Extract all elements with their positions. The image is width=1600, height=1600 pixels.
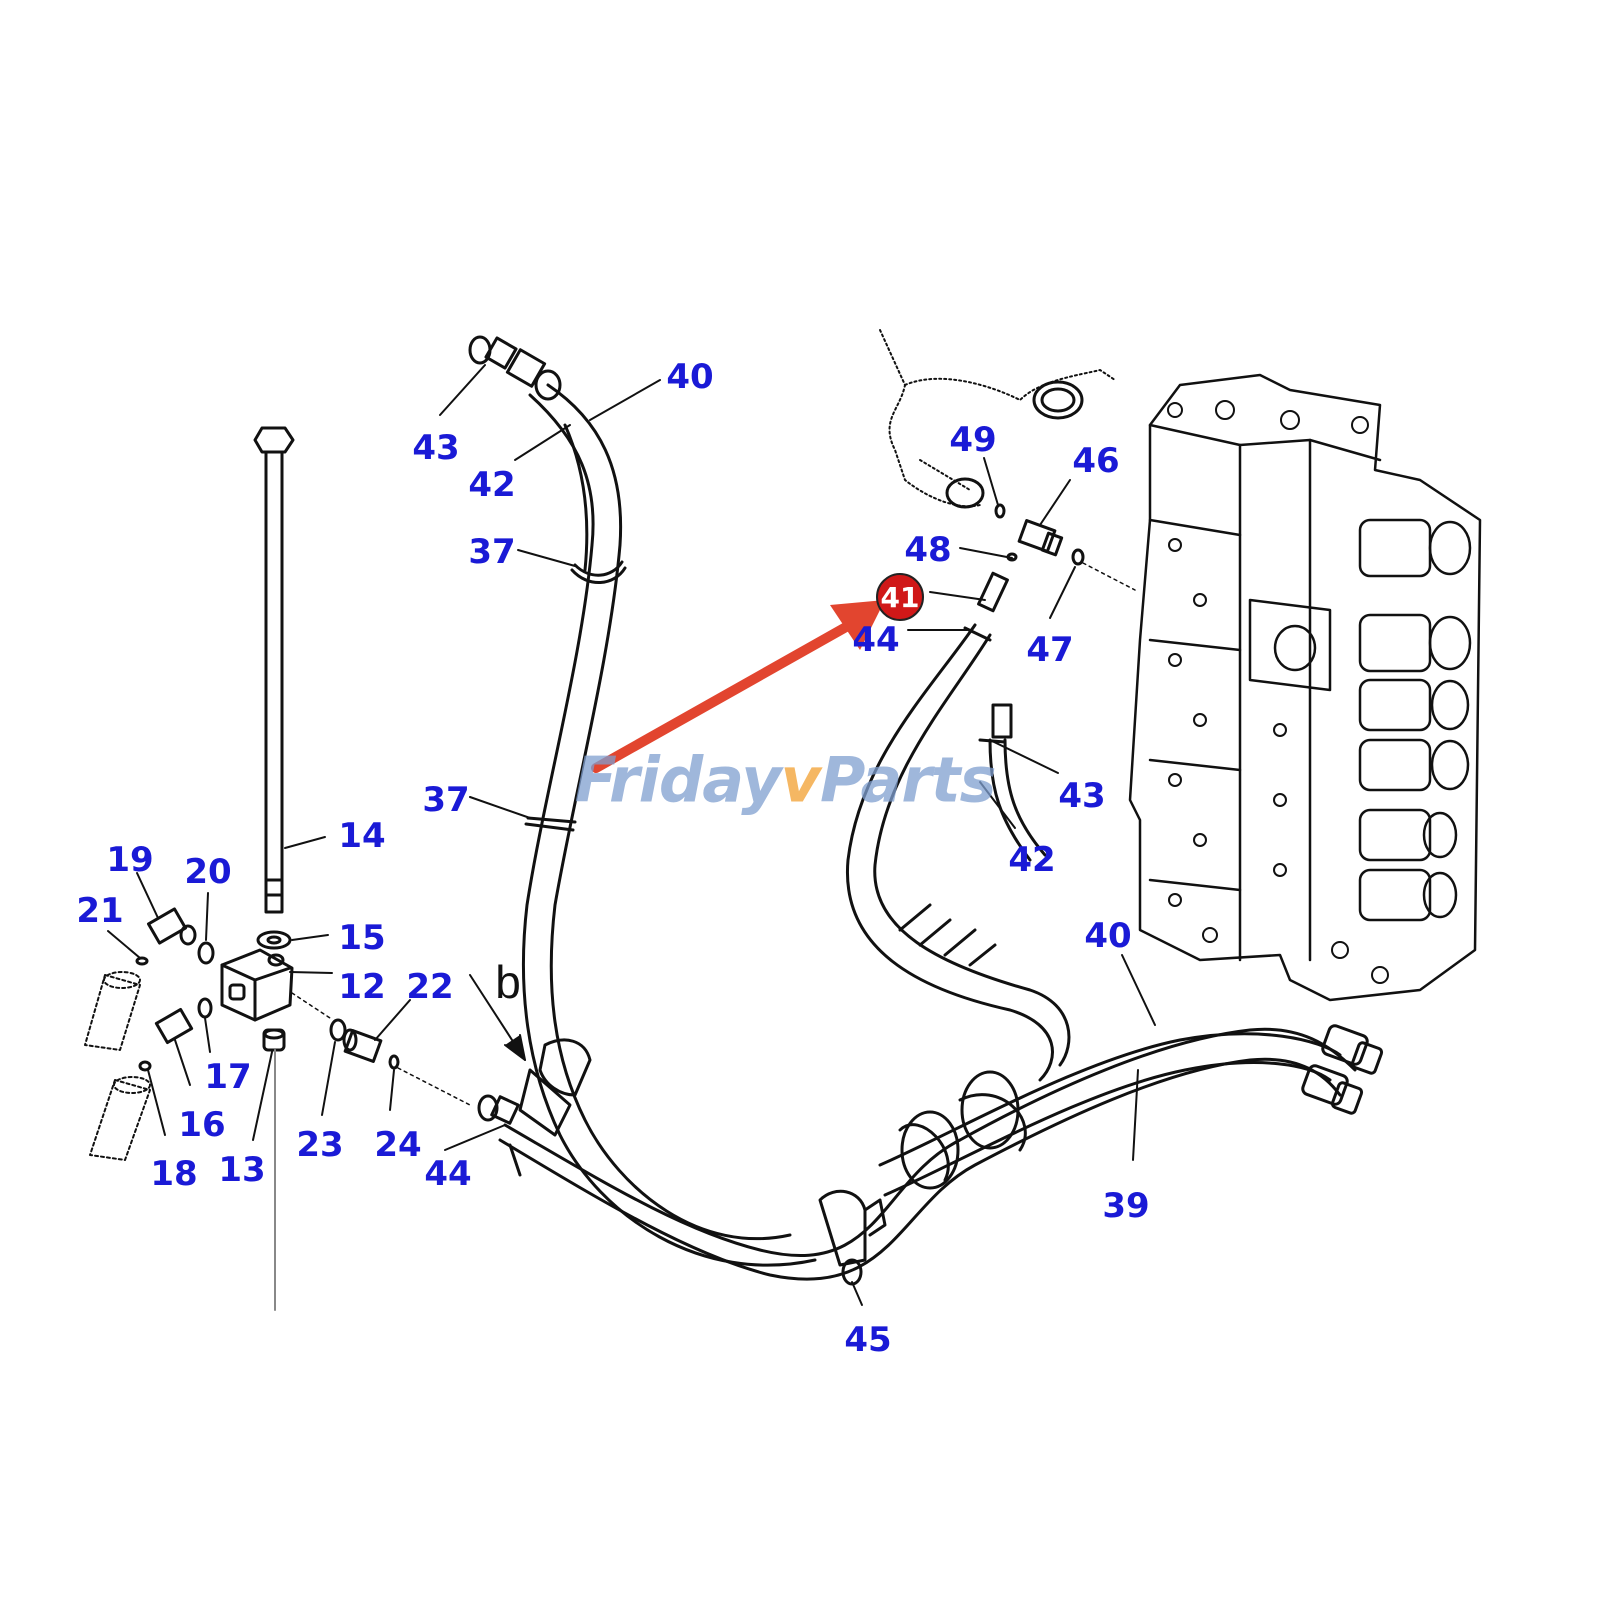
callout-37-upper[interactable]: 37: [468, 532, 516, 572]
oring-49: [994, 503, 1006, 519]
hose-41: [845, 623, 1071, 1082]
callout-15[interactable]: 15: [338, 918, 386, 958]
callout-42-mid[interactable]: 42: [1008, 840, 1056, 880]
main-control-valve: [1128, 373, 1482, 1002]
bolt-14: [253, 426, 295, 914]
oring-24: [388, 1054, 400, 1070]
watermark: FridayvParts: [574, 743, 997, 817]
hose-39: [878, 1032, 1342, 1197]
cap-upper: [84, 971, 141, 1051]
callout-43-mid[interactable]: 43: [1058, 776, 1106, 816]
hose-40-upper: [521, 383, 817, 1267]
callout-37-lower[interactable]: 37: [422, 780, 470, 820]
highlight-arrow: [591, 600, 885, 773]
clamp-45: [818, 1189, 887, 1286]
callout-42-upper[interactable]: 42: [468, 465, 516, 505]
clamp-37-lower: [524, 816, 577, 832]
nut-13: [262, 1028, 286, 1052]
fitting-22: [342, 1028, 383, 1063]
oring-21: [135, 956, 149, 966]
oring-17: [197, 997, 213, 1019]
callout-49[interactable]: 49: [949, 420, 997, 460]
callout-43-upper[interactable]: 43: [412, 428, 460, 468]
callout-22[interactable]: 22: [406, 967, 454, 1007]
fitting-16: [154, 1007, 194, 1045]
callout-12[interactable]: 12: [338, 967, 386, 1007]
callout-19[interactable]: 19: [106, 840, 154, 880]
callout-21[interactable]: 21: [76, 891, 124, 931]
oring-20: [197, 941, 215, 965]
hose-44-lower: [498, 1027, 1357, 1281]
oring-47: [1071, 548, 1085, 566]
view-letter-b: b: [495, 956, 521, 1008]
hose-guard-sleeve: [518, 1038, 592, 1137]
callout-46[interactable]: 46: [1072, 441, 1120, 481]
cap-18: [89, 1076, 151, 1161]
callout-16[interactable]: 16: [178, 1105, 226, 1145]
fitting-44-left: [477, 1094, 520, 1125]
callout-44-mid[interactable]: 44: [852, 620, 900, 660]
callout-40-lower[interactable]: 40: [1084, 916, 1132, 956]
callout-14[interactable]: 14: [338, 816, 386, 856]
callout-40-upper[interactable]: 40: [666, 357, 714, 397]
leader-lines: [107, 364, 1156, 1306]
valve-housing-cylinder: [945, 477, 985, 509]
callout-20[interactable]: 20: [184, 852, 232, 892]
top-fitting-43: [468, 335, 562, 401]
callout-23[interactable]: 23: [296, 1125, 344, 1165]
view-arrow-b: [469, 974, 526, 1061]
clamp-37-upper: [570, 560, 627, 584]
highlighted-part-41[interactable]: 41: [876, 573, 924, 621]
hose-39-end-fittings: [1301, 1024, 1384, 1115]
valve-bolts: [1167, 400, 1389, 984]
watermark-text-2: Parts: [820, 743, 996, 817]
hose-41-fitting: [963, 571, 1009, 642]
callout-17[interactable]: 17: [204, 1057, 252, 1097]
callout-24[interactable]: 24: [374, 1125, 422, 1165]
valve-solenoids: [1358, 518, 1472, 922]
dashed-connector: [291, 562, 1136, 1106]
watermark-text-1: Friday: [574, 743, 782, 817]
block-12: [220, 948, 294, 1022]
oring-23: [329, 1018, 347, 1042]
valve-housing-clamp: [1032, 380, 1084, 420]
callout-48[interactable]: 48: [904, 530, 952, 570]
callout-18[interactable]: 18: [150, 1154, 198, 1194]
callout-13[interactable]: 13: [218, 1150, 266, 1190]
fitting-19: [147, 907, 197, 946]
callout-44-lower[interactable]: 44: [424, 1154, 472, 1194]
watermark-accent: v: [780, 743, 821, 817]
callout-47[interactable]: 47: [1026, 630, 1074, 670]
oring-18: [138, 1060, 152, 1072]
hose-42-thin: [563, 423, 589, 572]
washer-15: [256, 930, 292, 950]
fitting-46: [1017, 519, 1064, 557]
callout-45[interactable]: 45: [844, 1320, 892, 1360]
callout-39[interactable]: 39: [1102, 1186, 1150, 1226]
